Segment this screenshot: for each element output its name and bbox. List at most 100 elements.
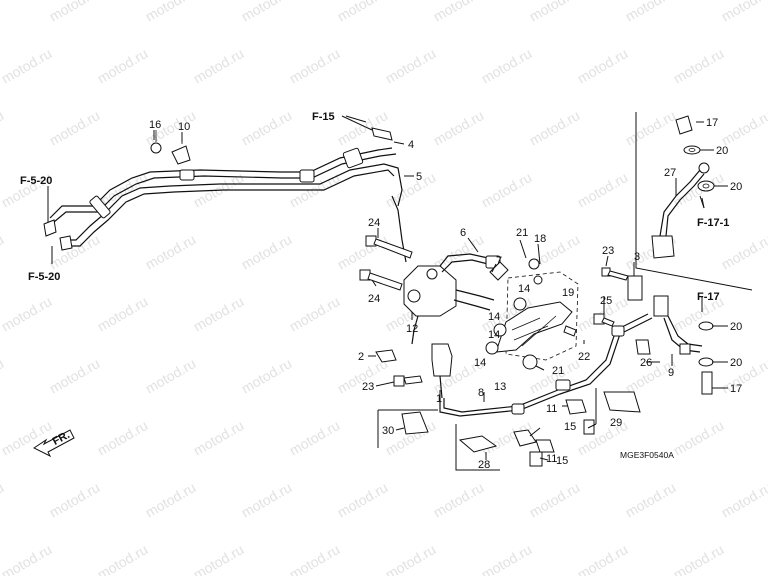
callout-15-b: 15 (556, 455, 568, 467)
callout-2: 2 (358, 351, 364, 363)
watermark-text: motod.ru (383, 45, 439, 86)
bolt-24-upper (365, 235, 413, 259)
bolt-24-lower (359, 269, 403, 291)
callout-14-d: 14 (474, 357, 486, 369)
pipe-end-fitting-2 (59, 235, 73, 251)
watermark-text: motod.ru (335, 231, 391, 272)
callout-14-a: 14 (518, 283, 530, 295)
callout-1: 1 (436, 393, 442, 405)
watermark-text: motod.ru (143, 231, 199, 272)
callout-14-b: 14 (488, 311, 500, 323)
bolt-17-bottom (701, 371, 713, 395)
watermark-text: motod.ru (479, 45, 535, 86)
callout-28: 28 (478, 459, 490, 471)
bolt-23-lower (393, 375, 423, 387)
callout-26: 26 (640, 357, 652, 369)
callout-numbers: 16 10 4 5 24 24 6 7 21 18 23 3 17 20 27 … (149, 117, 742, 471)
callout-3: 3 (634, 251, 640, 263)
clip-11-upper (565, 399, 587, 415)
reference-arrows (47, 115, 705, 312)
callout-6: 6 (460, 227, 466, 239)
watermark-text: motod.ru (719, 107, 768, 148)
watermark-text: motod.ru (0, 0, 6, 25)
washer-20-b (697, 180, 715, 192)
brake-pipe-bundle (43, 127, 407, 263)
proportioning-valve-12 (403, 265, 495, 345)
three-way-joint-1 (431, 343, 453, 399)
brake-hose-27 (651, 162, 710, 259)
watermark-text: motod.ru (191, 417, 247, 458)
callout-29: 29 (610, 417, 622, 429)
callout-5: 5 (416, 171, 422, 183)
callout-18: 18 (534, 233, 546, 245)
pipe-clamp-mid (179, 169, 195, 181)
bolt-17-top (675, 115, 693, 135)
watermark-text: motod.ru (239, 479, 295, 520)
callout-21-upper: 21 (516, 227, 528, 239)
bracket-7 (489, 261, 509, 281)
watermark-text: motod.ru (431, 479, 487, 520)
bolt-16 (150, 130, 162, 154)
callout-10: 10 (178, 121, 190, 133)
callout-20-d: 20 (730, 357, 742, 369)
callout-20-c: 20 (730, 321, 742, 333)
watermark-text: motod.ru (95, 293, 151, 334)
ref-f-17-1: F-17-1 (697, 217, 729, 229)
callout-15-a: 15 (564, 421, 576, 433)
watermark-text: motod.ru (239, 231, 295, 272)
callout-19: 19 (562, 287, 574, 299)
brake-pipe-8 (439, 313, 653, 417)
watermark-text: motod.ru (383, 541, 439, 576)
front-direction-arrow (33, 429, 75, 458)
callout-14-c: 14 (488, 329, 500, 341)
clip-28 (458, 435, 498, 453)
ref-f-15: F-15 (312, 111, 335, 123)
watermark-text: motod.ru (0, 355, 6, 396)
callout-11-lower: 11 (546, 453, 557, 465)
watermark-text: motod.ru (47, 107, 103, 148)
brake-hose-6 (439, 253, 501, 273)
watermark-text: motod.ru (0, 293, 54, 334)
watermark-text: motod.ru (575, 541, 631, 576)
watermark-text: motod.ru (239, 107, 295, 148)
callout-11-upper: 11 (546, 403, 557, 415)
clamp-10 (171, 132, 191, 165)
diagram-code: MGE3F0540A (620, 450, 674, 460)
ref-f-17: F-17 (697, 291, 720, 303)
callout-23-lower: 23 (362, 381, 374, 393)
frame-28 (455, 424, 500, 471)
watermark-text: motod.ru (191, 541, 247, 576)
pipe-end-fitting (43, 219, 57, 237)
clip-30 (401, 411, 429, 435)
watermark-text: motod.ru (719, 231, 768, 272)
watermark-text: motod.ru (671, 417, 727, 458)
clip-2 (375, 349, 397, 363)
watermark-text: motod.ru (47, 231, 103, 272)
callout-17-top: 17 (706, 117, 718, 129)
watermark-text: motod.ru (143, 479, 199, 520)
watermark-text: motod.ru (95, 45, 151, 86)
watermark-text: motod.ru (287, 541, 343, 576)
bracket-26 (635, 339, 651, 355)
watermark-text: motod.ru (575, 45, 631, 86)
watermark-text: motod.ru (719, 479, 768, 520)
watermark-text: motod.ru (431, 107, 487, 148)
watermark-text: motod.ru (623, 479, 679, 520)
watermark-text: motod.ru (95, 541, 151, 576)
watermark-text: motod.ru (287, 293, 343, 334)
watermark-text: motod.ru (671, 541, 727, 576)
callout-20-a: 20 (716, 145, 728, 157)
watermark-text: motod.ru (335, 107, 391, 148)
watermark-text: motod.ru (0, 231, 6, 272)
watermark-text: motod.ru (671, 169, 727, 210)
bolt-22 (563, 325, 577, 337)
watermark-text: motod.ru (239, 0, 295, 25)
bracket-3 (627, 275, 643, 301)
brake-hose-9 (653, 295, 703, 355)
watermark-text: motod.ru (143, 0, 199, 25)
watermark-text: motod.ru (47, 355, 103, 396)
watermark-text: motod.ru (287, 417, 343, 458)
watermark-text: motod.ru (0, 45, 54, 86)
